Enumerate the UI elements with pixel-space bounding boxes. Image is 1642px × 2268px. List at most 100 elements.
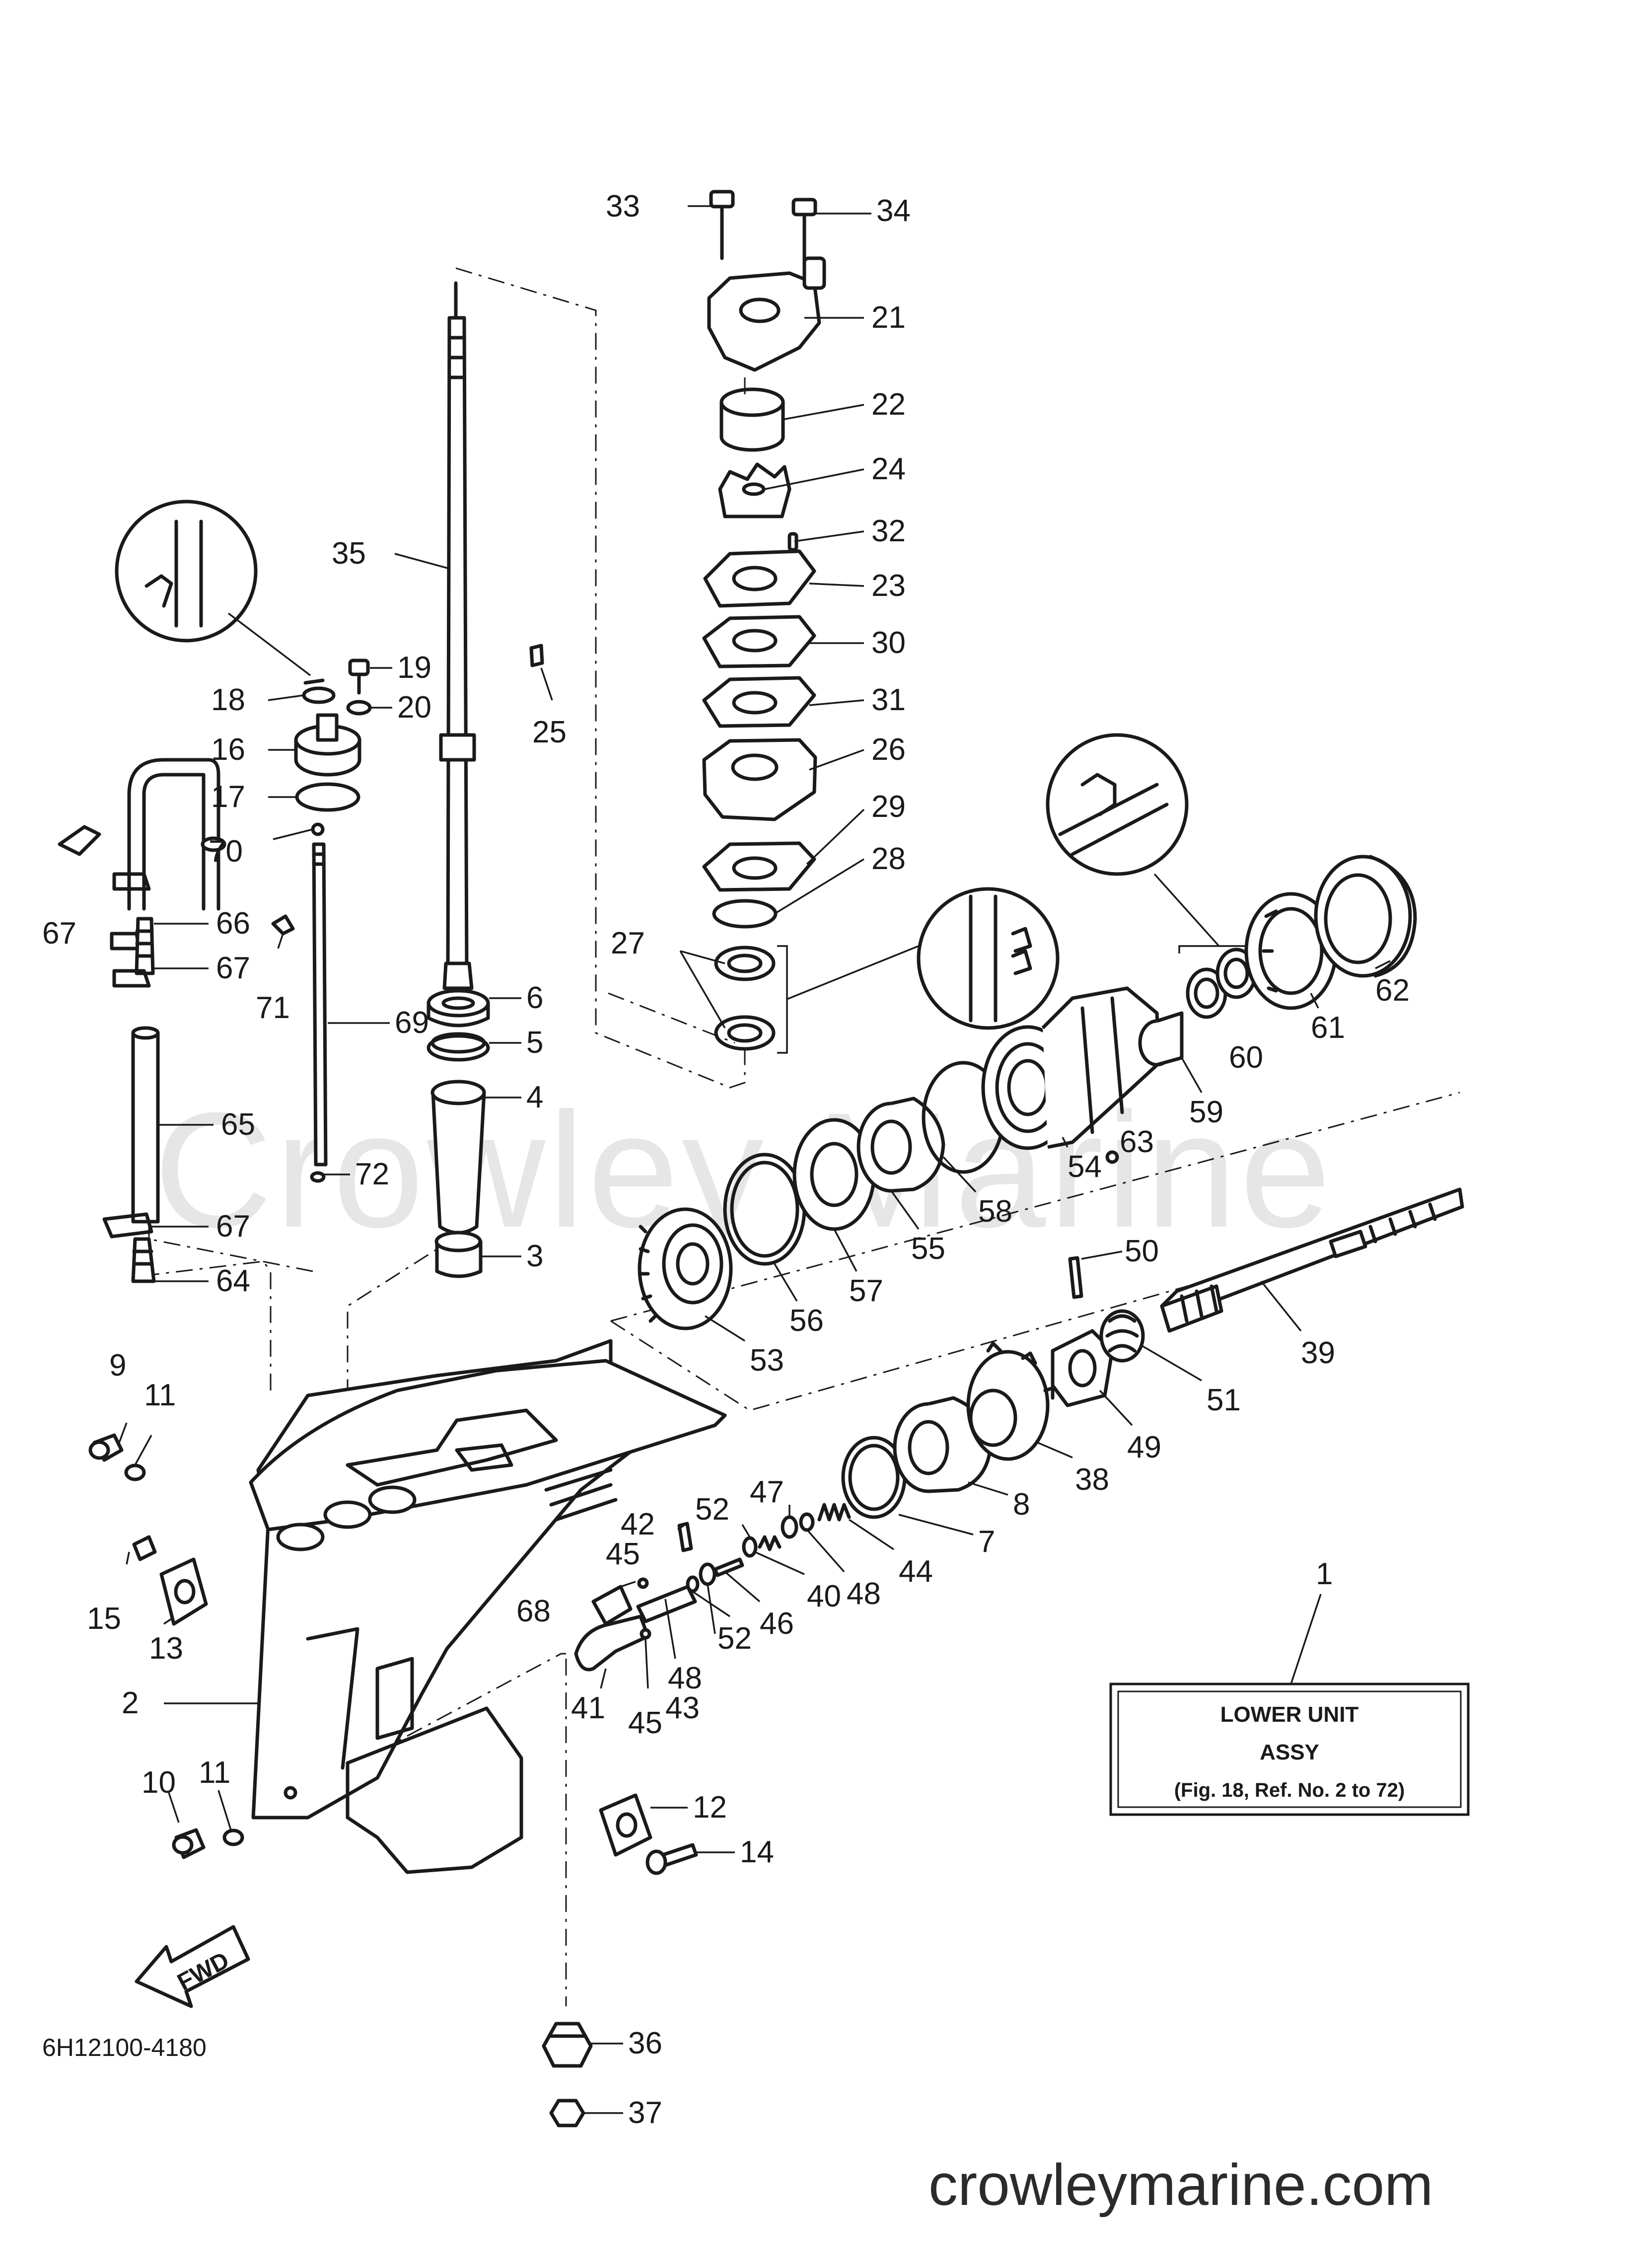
shaft-46[interactable] — [713, 1557, 744, 1577]
plate-30[interactable] — [702, 615, 816, 668]
pin-50[interactable] — [1068, 1256, 1083, 1299]
cross-pin-ring-51[interactable] — [1099, 1309, 1145, 1363]
water-tube-upper[interactable] — [127, 758, 226, 911]
plug-10[interactable] — [172, 1828, 206, 1859]
callout-23: 23 — [871, 569, 906, 603]
callout-58: 58 — [978, 1194, 1012, 1229]
callout-8: 8 — [1013, 1487, 1030, 1522]
bolt-33[interactable] — [709, 190, 735, 260]
impeller[interactable] — [718, 462, 791, 518]
assy-title: LOWER UNIT — [1220, 1702, 1359, 1727]
callout-24: 24 — [871, 452, 906, 486]
forward-gear-38[interactable] — [966, 1341, 1055, 1461]
washer-48a[interactable] — [799, 1512, 815, 1532]
needle-bearing-59[interactable] — [1138, 1011, 1184, 1067]
shift-plunger-41[interactable] — [574, 1585, 697, 1672]
pump-housing[interactable] — [707, 256, 826, 372]
callout-52b: 52 — [717, 1621, 752, 1656]
nut-37[interactable] — [549, 2099, 585, 2127]
reverse-gear-53[interactable] — [638, 1207, 733, 1330]
callout-54: 54 — [1068, 1150, 1102, 1184]
callout-57: 57 — [849, 1274, 883, 1308]
callout-69: 69 — [395, 1006, 429, 1040]
clip-71[interactable] — [271, 914, 295, 936]
driveshaft[interactable] — [439, 281, 476, 990]
water-pump-stack — [702, 190, 919, 1054]
callout-14: 14 — [740, 1835, 774, 1869]
bearing-6[interactable] — [427, 989, 490, 1027]
o-ring-28[interactable] — [712, 899, 778, 929]
plate-13[interactable] — [159, 1557, 208, 1626]
oil-seal-27[interactable] — [714, 946, 776, 1051]
ball-45a[interactable] — [637, 1577, 649, 1589]
bolt-19[interactable] — [348, 658, 370, 695]
callout-15: 15 — [87, 1602, 121, 1636]
ball-45b[interactable] — [640, 1628, 651, 1640]
anode-36[interactable] — [542, 2022, 593, 2068]
hose-clamp-67c[interactable] — [102, 1212, 153, 1239]
o-ring-72[interactable] — [310, 1171, 326, 1183]
lower-case[interactable] — [249, 1339, 727, 1874]
callout-6: 6 — [526, 981, 543, 1015]
ring-nut-62[interactable] — [1314, 855, 1417, 978]
callout-26: 26 — [871, 732, 906, 767]
callout-27: 27 — [611, 926, 645, 960]
gasket-31[interactable] — [702, 676, 816, 728]
spring-44[interactable] — [817, 1503, 851, 1522]
callout-59: 59 — [1189, 1095, 1223, 1129]
gasket-23[interactable] — [703, 549, 816, 608]
key-25[interactable] — [529, 644, 544, 667]
shift-rod-boot-16[interactable] — [294, 713, 361, 777]
callout-64: 64 — [216, 1264, 250, 1298]
spring-40[interactable] — [758, 1535, 782, 1551]
nipple-64[interactable] — [131, 1237, 156, 1283]
nipple-66[interactable] — [135, 917, 155, 975]
callout-67a: 67 — [42, 916, 76, 951]
callout-55: 55 — [911, 1232, 945, 1266]
screw-14[interactable] — [645, 1843, 698, 1875]
plug-9[interactable] — [88, 1433, 124, 1462]
gasket-11b[interactable] — [222, 1829, 244, 1846]
site-url[interactable]: crowleymarine.com — [928, 2152, 1433, 2218]
washer-20[interactable] — [346, 700, 372, 716]
washer-52a[interactable] — [742, 1536, 758, 1558]
bolt-15[interactable] — [132, 1535, 157, 1561]
callout-2: 2 — [122, 1686, 139, 1720]
needle-bearing-3[interactable] — [434, 1231, 483, 1278]
propeller-shaft-39[interactable] — [1160, 1187, 1464, 1333]
shim-5[interactable] — [427, 1034, 490, 1062]
callout-11a: 11 — [144, 1378, 176, 1412]
gasket-29[interactable] — [702, 841, 816, 892]
callout-7: 7 — [978, 1525, 995, 1559]
bearing-55[interactable] — [857, 1097, 945, 1193]
plate-12[interactable] — [599, 1793, 652, 1857]
sleeve-4[interactable] — [430, 1080, 486, 1235]
callout-68: 68 — [516, 1594, 551, 1628]
hose-clamp-67b[interactable] — [112, 969, 151, 988]
propeller-shaft-housing-54[interactable] — [981, 986, 1161, 1150]
claw-washer-61[interactable] — [1244, 892, 1338, 1010]
pump-case-26[interactable] — [702, 738, 817, 821]
o-ring-17[interactable] — [295, 782, 360, 812]
callout-9: 9 — [109, 1348, 126, 1383]
washer-47[interactable] — [781, 1515, 798, 1539]
pump-insert[interactable] — [719, 387, 785, 452]
callout-37: 37 — [628, 2096, 662, 2130]
bolt-63[interactable] — [1105, 1150, 1119, 1164]
washer-48b[interactable] — [699, 1562, 716, 1586]
callout-17: 17 — [211, 780, 245, 814]
callout-30: 30 — [871, 626, 906, 660]
assy-note: (Fig. 18, Ref. No. 2 to 72) — [1174, 1779, 1405, 1801]
shift-rod-69[interactable] — [312, 842, 328, 1167]
assy-subtitle: ASSY — [1260, 1740, 1319, 1764]
water-tube-65[interactable] — [131, 1026, 160, 1224]
clip-70[interactable] — [311, 822, 325, 836]
callout-3: 3 — [526, 1239, 543, 1273]
shift-cam-68[interactable] — [591, 1585, 633, 1626]
callout-70: 70 — [209, 834, 243, 869]
washer-52b[interactable] — [686, 1575, 700, 1593]
callout-65: 65 — [221, 1107, 255, 1142]
clip-18[interactable] — [302, 678, 336, 704]
callout-25: 25 — [532, 715, 567, 749]
gasket-11a[interactable] — [124, 1463, 146, 1481]
